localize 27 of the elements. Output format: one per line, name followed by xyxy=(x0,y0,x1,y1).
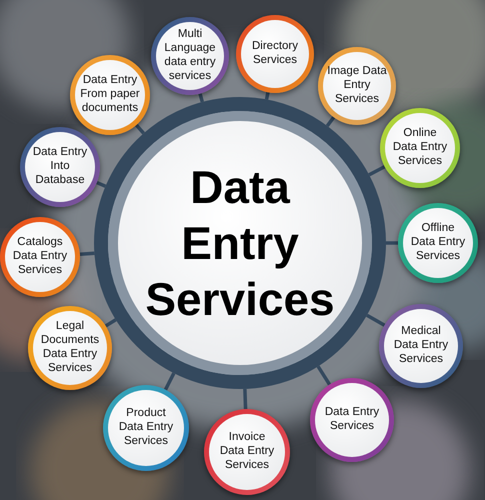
service-label: Online Data Entry Services xyxy=(392,127,448,169)
connector-line xyxy=(135,124,145,134)
connector-line xyxy=(198,93,204,102)
service-label: Offline Data Entry Services xyxy=(410,222,466,264)
service-label: Directory Services xyxy=(250,40,299,68)
connector-line xyxy=(243,388,248,410)
service-label: Legal Documents Data Entry Services xyxy=(40,320,100,376)
connector-line xyxy=(80,251,94,256)
connector-line xyxy=(164,372,176,390)
service-label: Data Entry Into Database xyxy=(32,146,88,188)
service-label: Data Entry From paper documents xyxy=(80,74,140,116)
connector-line xyxy=(264,92,270,100)
service-label: Data Entry Services xyxy=(324,406,380,434)
connector-line xyxy=(316,365,332,386)
title-text: Data Entry Services xyxy=(144,160,336,328)
connector-line xyxy=(96,180,106,188)
connector-line xyxy=(326,116,336,127)
service-label: Image Data Entry Services xyxy=(327,65,387,107)
connector-line xyxy=(386,241,398,245)
service-label: Medical Data Entry Services xyxy=(392,325,450,367)
connector-line xyxy=(366,314,386,327)
service-label: Product Data Entry Services xyxy=(118,407,174,449)
service-label: Multi Language data entry services xyxy=(163,28,217,84)
service-label: Invoice Data Entry Services xyxy=(218,431,276,473)
connector-line xyxy=(104,318,117,328)
connector-line xyxy=(368,165,386,176)
service-label: Catalogs Data Entry Services xyxy=(12,236,68,278)
